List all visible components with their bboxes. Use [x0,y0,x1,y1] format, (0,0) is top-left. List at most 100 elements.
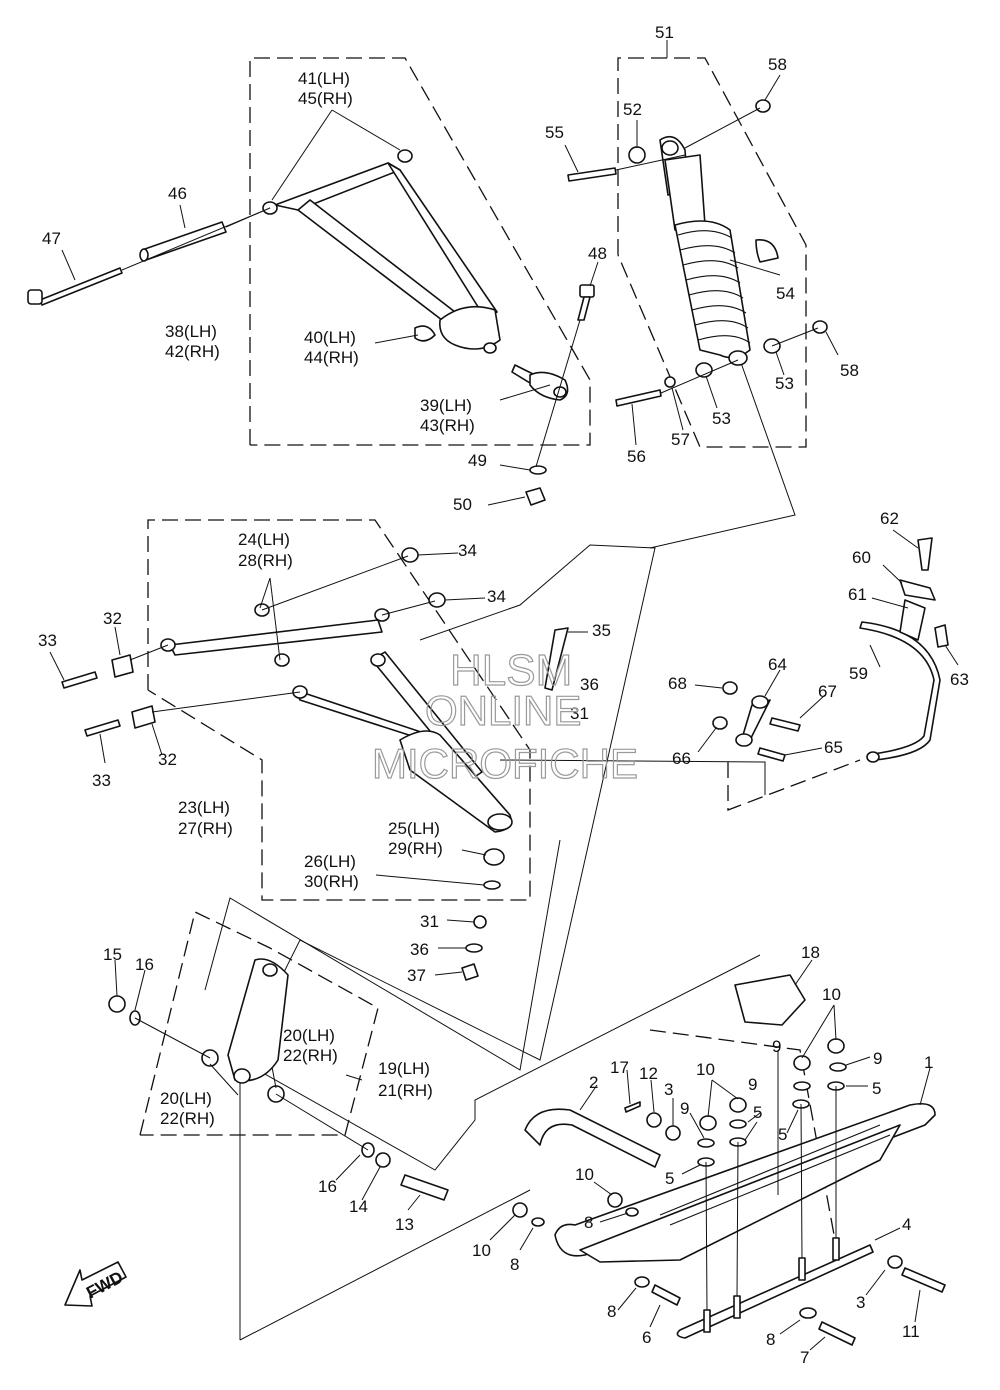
part-number-label: 14 [349,1197,368,1216]
collar-40 [414,325,436,342]
part-number-label: 20(LH) [283,1026,335,1045]
lower-a-arm [160,603,513,833]
cap-58-lower [812,320,828,334]
part-number-label: 29(RH) [388,839,443,858]
nut-10-f [512,1202,528,1218]
bolt-6 [651,1284,681,1306]
ski-spindle [227,958,289,1084]
part-number-label: 53 [712,409,731,428]
part-number-label: 26(LH) [304,852,356,871]
part-number-label: 31 [570,704,589,723]
part-number-label: 9 [772,1037,781,1056]
part-number-label: 46 [168,184,187,203]
watermark-line-2: ONLINE [425,687,581,734]
collar-32-lower [131,705,156,729]
bolt-56 [615,389,662,407]
shock-absorber [659,135,751,366]
part-number-label: 18 [801,943,820,962]
part-number-label: 27(RH) [178,819,233,838]
part-number-label: 36 [580,675,599,694]
part-number-label: 33 [38,631,57,650]
part-number-label: 58 [768,55,787,74]
part-number-label: 25(LH) [388,819,440,838]
part-number-label: 41(LH) [298,69,350,88]
part-number-label: 19(LH) [378,1059,430,1078]
part-number-label: 23(LH) [178,798,230,817]
part-number-label: 21(RH) [378,1081,433,1100]
part-labels: 5158525541(LH)45(RH)4647485438(LH)42(RH)… [38,23,969,1367]
part-number-label: 24(LH) [238,530,290,549]
fwd-arrow: FWD [64,1261,127,1307]
upper-arm-group-box [249,57,591,446]
part-number-label: 50 [453,495,472,514]
part-number-label: 66 [672,749,691,768]
part-number-label: 5 [778,1125,787,1144]
part-number-label: 64 [768,655,787,674]
part-number-label: 30(RH) [304,872,359,891]
bolt-62 [917,537,933,571]
nut-50 [525,487,546,506]
part-number-label: 10 [472,1241,491,1260]
stabilizer-link-64 [735,695,771,747]
collar-52 [628,146,646,164]
nut-10-top [827,1038,845,1054]
watermark-line-1: HLSM [450,646,572,695]
part-number-label: 61 [848,585,867,604]
part-number-label: 6 [642,1328,651,1347]
part-number-label: 8 [584,1213,593,1232]
part-number-label: 34 [458,541,477,560]
part-number-label: 57 [671,430,690,449]
part-number-label: 58 [840,361,859,380]
part-number-label: 33 [92,771,111,790]
cap-34-lower [428,592,446,608]
part-number-label: 52 [623,100,642,119]
runner-4 [676,1244,874,1339]
part-number-label: 10 [822,985,841,1004]
part-number-label: 63 [950,670,969,689]
part-number-label: 42(RH) [165,342,220,361]
part-number-label: 55 [545,123,564,142]
cap-58-top [755,99,771,113]
shock-group-box [617,57,807,448]
outline-stab [499,759,766,795]
part-number-label: 65 [824,738,843,757]
part-number-label: 10 [696,1060,715,1079]
nut-37 [461,963,479,981]
part-number-label: 4 [902,1215,911,1234]
part-number-label: 8 [766,1330,775,1349]
washer-8-a [625,1207,639,1217]
ski [554,1102,936,1263]
shock-guard-54 [755,239,779,263]
part-number-label: 16 [318,1177,337,1196]
leader-lines [49,40,959,1351]
bolt-33-lower [84,719,121,737]
part-number-label: 9 [680,1099,689,1118]
upper-pivot-shaft [139,221,227,262]
part-number-label: 22(RH) [283,1046,338,1065]
watermark: HLSM ONLINE MICROFICHE [371,645,638,787]
part-number-label: 20(LH) [160,1089,212,1108]
washer-36 [465,943,483,953]
washer-9-a [829,1062,847,1072]
upper-a-arm [262,149,501,354]
part-number-label: 5 [665,1169,674,1188]
stabilizer-rod [859,621,941,763]
collar-3-top [665,1125,681,1141]
washer-8-b [531,1217,545,1227]
washer-49 [529,465,547,475]
ball-joint [511,364,569,401]
part-number-label: 51 [655,23,674,42]
part-number-label: 15 [103,945,122,964]
part-number-label: 40(LH) [304,328,356,347]
bushing-25 [483,848,505,866]
washer-8-c [634,1276,650,1288]
part-number-label: 39(LH) [420,396,472,415]
washer-9-c [729,1119,747,1129]
spindle-group-box [139,911,379,1136]
bolt-55 [567,167,617,182]
bolt-63 [934,624,949,648]
part-number-label: 32 [103,609,122,628]
stud-bolt-48 [534,284,595,471]
washer-9-b [793,1081,811,1091]
